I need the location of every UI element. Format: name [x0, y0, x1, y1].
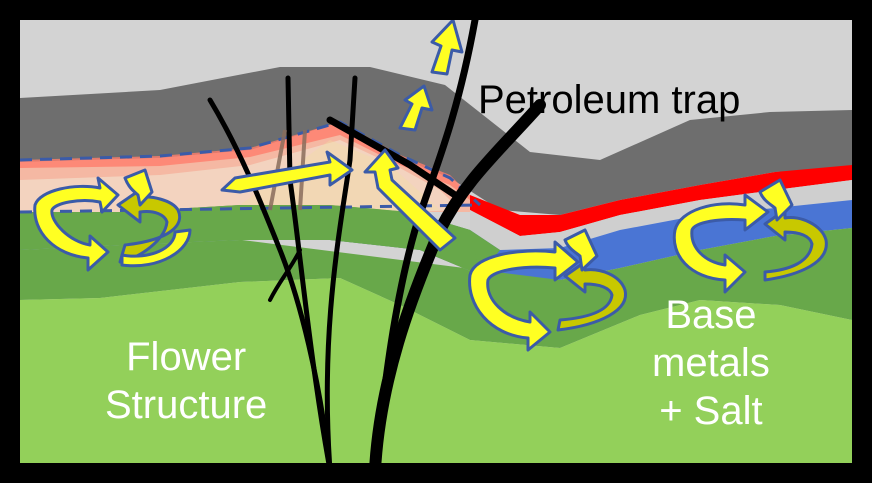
- base-label-line3: + Salt: [659, 389, 763, 433]
- flow-arrow-icon: [220, 150, 354, 194]
- circulation-arrow-icon: [563, 228, 599, 272]
- flower-structure-label: Flower Structure: [105, 333, 267, 429]
- base-metals-salt-label: Base metals + Salt: [652, 291, 770, 435]
- circulation-arrows: [33, 168, 828, 352]
- flower-label-line1: Flower: [126, 335, 247, 379]
- flower-structure-faults: [207, 20, 546, 463]
- circulation-arrow-icon: [120, 228, 192, 268]
- migration-arrows: [220, 20, 464, 252]
- dark-green-layer: [20, 205, 852, 348]
- flow-arrow-icon: [363, 148, 457, 252]
- circulation-arrow-icon: [758, 178, 794, 222]
- light-green-layer: [20, 278, 852, 463]
- circulation-arrow-icon: [468, 240, 580, 352]
- circulation-arrow-icon: [116, 188, 181, 264]
- base-label-line1: Base: [665, 293, 757, 337]
- circulation-arrow-icon: [763, 208, 828, 282]
- circulation-arrow-icon: [123, 168, 154, 207]
- circulation-arrow-icon: [33, 176, 120, 272]
- cap-rock-layer: [20, 67, 852, 215]
- flower-label-line2: Structure: [105, 383, 268, 427]
- flow-arrow-icon: [430, 20, 464, 76]
- grey-band-layer: [470, 180, 852, 250]
- red-bed-layer: [470, 165, 852, 236]
- flow-arrow-icon: [398, 84, 434, 132]
- petroleum-trap-label: Petroleum trap: [478, 78, 741, 122]
- circulation-arrow-icon: [672, 193, 770, 294]
- circulation-arrow-icon: [556, 260, 627, 332]
- base-label-line2: metals: [652, 341, 770, 385]
